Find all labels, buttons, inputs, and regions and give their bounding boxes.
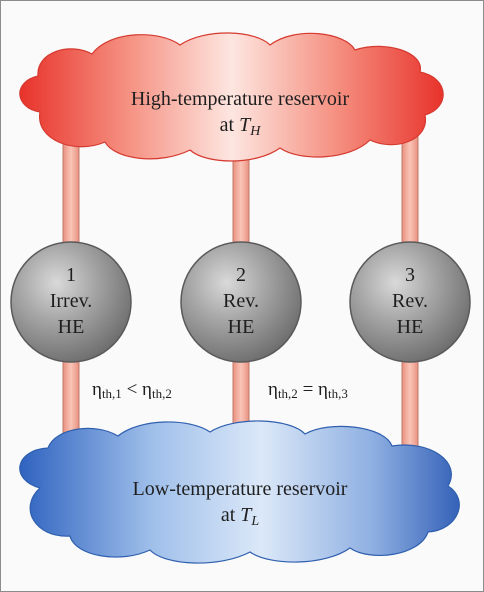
low-temperature-cloud	[19, 420, 460, 564]
engine-1-he: HE	[57, 316, 85, 338]
eta-1-subscript: th,1	[101, 386, 122, 401]
engine-1-number: 1	[66, 264, 76, 286]
eta-3-symbol: η	[318, 379, 328, 400]
engine-1-label: 1 Irrev. HE	[21, 262, 121, 340]
rod-engine-2-top	[232, 159, 250, 251]
eta-2b-subscript: th,2	[277, 386, 298, 401]
engines	[10, 241, 471, 363]
high-reservoir-subscript: H	[250, 124, 261, 139]
engine-2-number: 2	[236, 264, 246, 286]
high-reservoir-label: High-temperature reservoir at TH	[90, 86, 390, 145]
engine-3-type: Rev.	[392, 290, 428, 312]
high-reservoir-symbol: T	[239, 114, 251, 136]
engine-2-he: HE	[227, 316, 255, 338]
rod-engine-1-top	[62, 129, 80, 251]
eta-3-subscript: th,3	[327, 386, 348, 401]
low-reservoir-at: at	[220, 504, 241, 526]
efficiency-relation-2-3: ηth,2 = ηth,3	[268, 378, 398, 406]
engine-2-ball	[180, 241, 302, 363]
low-reservoir-title: Low-temperature reservoir	[132, 478, 348, 500]
engine-3-number: 3	[405, 264, 415, 286]
engine-3-label: 3 Rev. HE	[360, 262, 460, 340]
equals-operator: =	[302, 379, 314, 400]
eta-2-symbol: η	[142, 379, 152, 400]
low-reservoir-temperature: at TL	[85, 502, 395, 535]
rod-engine-3-top	[401, 124, 419, 251]
high-reservoir-title: High-temperature reservoir	[130, 88, 350, 110]
high-reservoir-temperature: at TH	[90, 112, 390, 145]
engine-3-ball	[349, 241, 471, 363]
engine-1-type: Irrev.	[49, 290, 93, 312]
high-reservoir-at: at	[219, 114, 240, 136]
efficiency-relation-1-2: ηth,1 < ηth,2	[92, 378, 222, 406]
less-than-operator: <	[126, 379, 138, 400]
engine-1-ball	[10, 241, 132, 363]
low-reservoir-symbol: T	[240, 504, 252, 526]
eta-1-symbol: η	[92, 379, 102, 400]
eta-2-subscript: th,2	[151, 386, 172, 401]
connector-rods	[62, 124, 419, 476]
low-reservoir-subscript: L	[251, 514, 260, 529]
eta-2b-symbol: η	[268, 379, 278, 400]
low-reservoir-label: Low-temperature reservoir at TL	[85, 476, 395, 535]
engine-3-he: HE	[396, 316, 424, 338]
rod-engine-3-bottom	[401, 354, 419, 456]
engine-2-type: Rev.	[223, 290, 259, 312]
high-temperature-cloud	[19, 32, 444, 162]
engine-2-label: 2 Rev. HE	[191, 262, 291, 340]
